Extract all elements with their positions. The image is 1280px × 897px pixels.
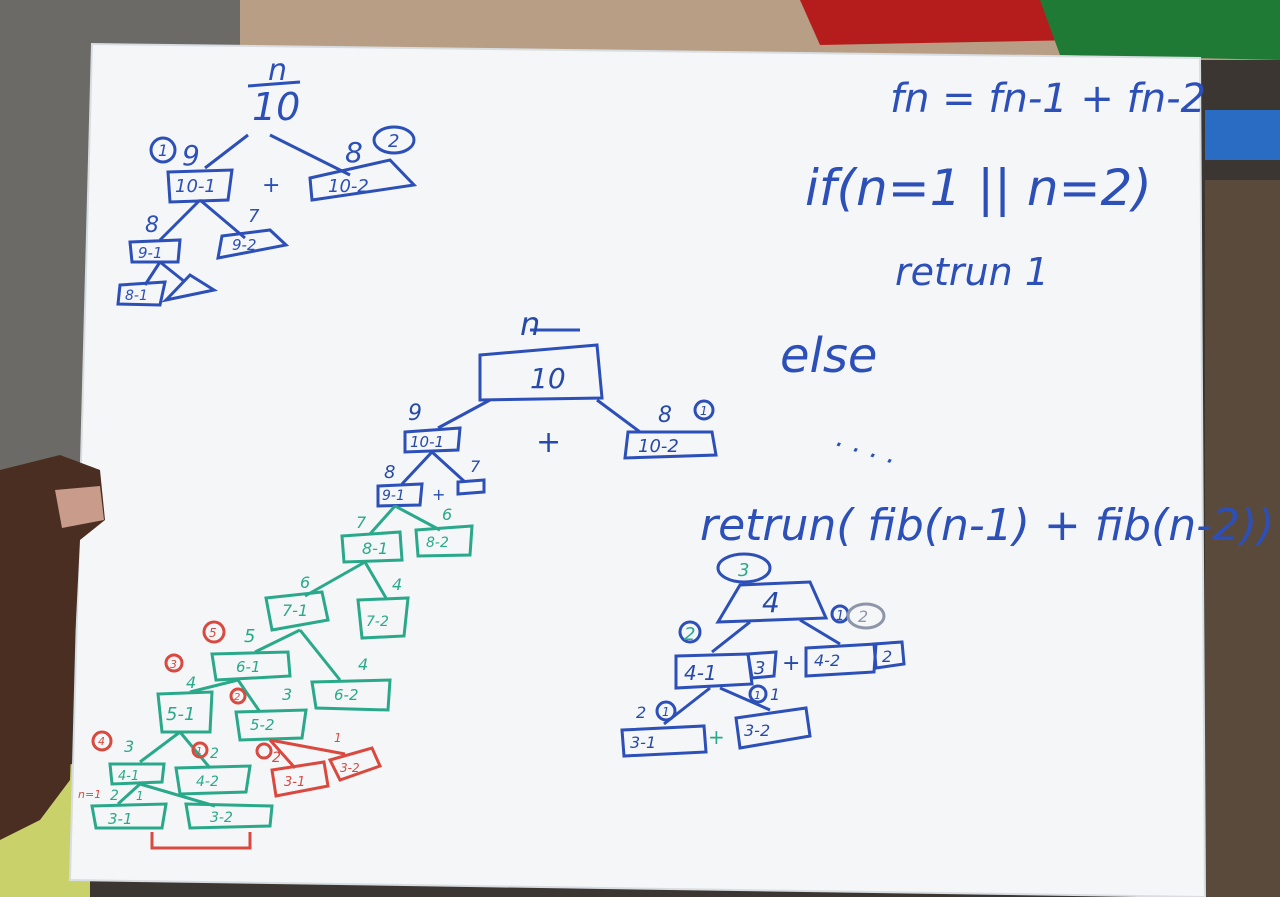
return-recursive: retrun( fib(n-1) + fib(n-2))	[700, 500, 1274, 551]
small-right-node: 10-2	[328, 176, 369, 197]
n5r-mark: 2	[234, 692, 240, 703]
small-tree	[116, 80, 418, 307]
n8r-node: 8-2	[426, 535, 449, 551]
main-tree-lines	[90, 328, 718, 850]
green-cloth	[1040, 0, 1280, 60]
hand	[0, 455, 105, 840]
n8-node: 8-1	[362, 539, 388, 558]
four-left-node: 4-1	[684, 661, 717, 685]
else-keyword: else	[780, 328, 877, 384]
main-root: 10	[530, 362, 566, 395]
n5r-count: 3	[282, 685, 292, 704]
n9-node: 9-1	[382, 488, 405, 504]
condition-formula: if(n=1 || n=2)	[805, 159, 1152, 217]
tree-four-labels: 3 4 2 1 2 4-1 3 + 4-2 2 2 1 1 1 3-1 + 3-…	[630, 560, 892, 752]
n3r-node: 3-2	[210, 810, 233, 826]
four-ll-node: 3-1	[630, 733, 656, 752]
small-left-count: 9	[182, 139, 200, 172]
four-ll-count: 2	[636, 703, 646, 722]
main-right-count: 8	[658, 403, 672, 428]
n4r-count: 2	[210, 746, 219, 762]
four-right-mark2: 2	[858, 607, 868, 626]
n3r-count: 1	[136, 789, 144, 803]
n4-node: 4-1	[118, 769, 139, 784]
small-right-count: 8	[345, 136, 363, 169]
n3-count: 2	[110, 788, 119, 804]
small-lr-node: 9-2	[232, 236, 257, 254]
fingernail	[55, 486, 104, 528]
n6r-count: 4	[358, 655, 368, 674]
n-equals-one: n=1	[78, 788, 101, 801]
n6-count: 5	[244, 626, 255, 647]
four-left-result: 3	[754, 658, 765, 679]
red-count: 2	[272, 750, 281, 766]
four-left-mark: 2	[684, 624, 695, 645]
small-lll-node: 8-1	[125, 288, 148, 304]
red-node-1: 3-1	[284, 775, 305, 790]
small-left-node: 10-1	[175, 176, 216, 197]
four-plus-2: +	[708, 725, 725, 749]
n7-count: 6	[300, 573, 310, 592]
small-ll-count: 8	[145, 213, 159, 238]
main-tree-labels: n 10 9 8 1 10-1 + 10-2 8 7 9-1 + 7 6 8-1…	[78, 305, 708, 828]
four-root: 4	[762, 586, 780, 619]
n8r-count: 6	[442, 505, 452, 524]
n7r-count: 4	[392, 575, 402, 594]
n5-mark: 3	[170, 658, 177, 671]
four-lr-mark: 1	[754, 689, 761, 702]
small-tree-labels: n 10 1 9 8 2 10-1 + 10-2 8 7 9-1 9-2 8-1	[125, 53, 399, 304]
main-left-node: 10-1	[410, 433, 444, 451]
red-count2: 1	[334, 731, 342, 745]
main-plus: +	[536, 425, 561, 460]
main-n-label: n	[520, 305, 540, 343]
four-right-mark: 1	[836, 609, 844, 624]
n7-node: 7-1	[282, 601, 308, 620]
four-lr-count: 1	[770, 685, 780, 704]
n4r-mark: 1	[196, 746, 202, 757]
n5r-node: 5-2	[250, 716, 275, 734]
return-one: retrun 1	[895, 250, 1049, 294]
four-lr-node: 3-2	[744, 721, 770, 740]
small-root: 10	[252, 85, 300, 129]
small-ll-node: 9-1	[138, 244, 163, 262]
n4-count: 3	[124, 737, 134, 756]
four-plus: +	[782, 651, 800, 676]
small-right-mark: 2	[388, 131, 399, 152]
n9-plus: +	[432, 485, 445, 504]
tree-four-lines	[620, 552, 906, 758]
n7r-node: 7-2	[366, 614, 389, 630]
four-root-mark: 3	[738, 560, 749, 581]
n6r-node: 6-2	[334, 686, 359, 704]
n5-count: 4	[186, 673, 196, 692]
red-cloth	[800, 0, 1080, 45]
main-right-node: 10-2	[638, 436, 679, 457]
n6-node: 6-1	[236, 658, 261, 676]
four-ll-mark: 1	[662, 705, 670, 719]
blue-object	[1205, 110, 1280, 160]
n5-node: 5-1	[166, 704, 195, 725]
small-left-mark: 1	[158, 141, 168, 160]
floor-right	[1205, 180, 1280, 897]
red-node-2: 3-2	[340, 761, 360, 775]
small-n-label: n	[268, 53, 287, 88]
n9-count: 8	[384, 462, 395, 483]
n3-node: 3-1	[108, 810, 133, 828]
main-right-mark: 1	[700, 404, 708, 418]
small-lr-count: 7	[248, 206, 260, 227]
n4-mark: 4	[98, 735, 105, 748]
four-right-result: 2	[882, 647, 892, 666]
n6-mark: 5	[209, 626, 217, 640]
main-left-count: 9	[408, 401, 422, 426]
n9r-count: 7	[470, 457, 481, 476]
four-right-node: 4-2	[814, 651, 840, 670]
n4r-node: 4-2	[196, 774, 219, 790]
whiteboard	[68, 42, 1207, 897]
formula-block: fn = fn-1 + fn-2 if(n=1 || n=2) retrun 1…	[700, 76, 1274, 551]
small-plus: +	[262, 173, 280, 198]
recurrence-formula: fn = fn-1 + fn-2	[890, 76, 1206, 122]
n8-count: 7	[356, 513, 367, 532]
